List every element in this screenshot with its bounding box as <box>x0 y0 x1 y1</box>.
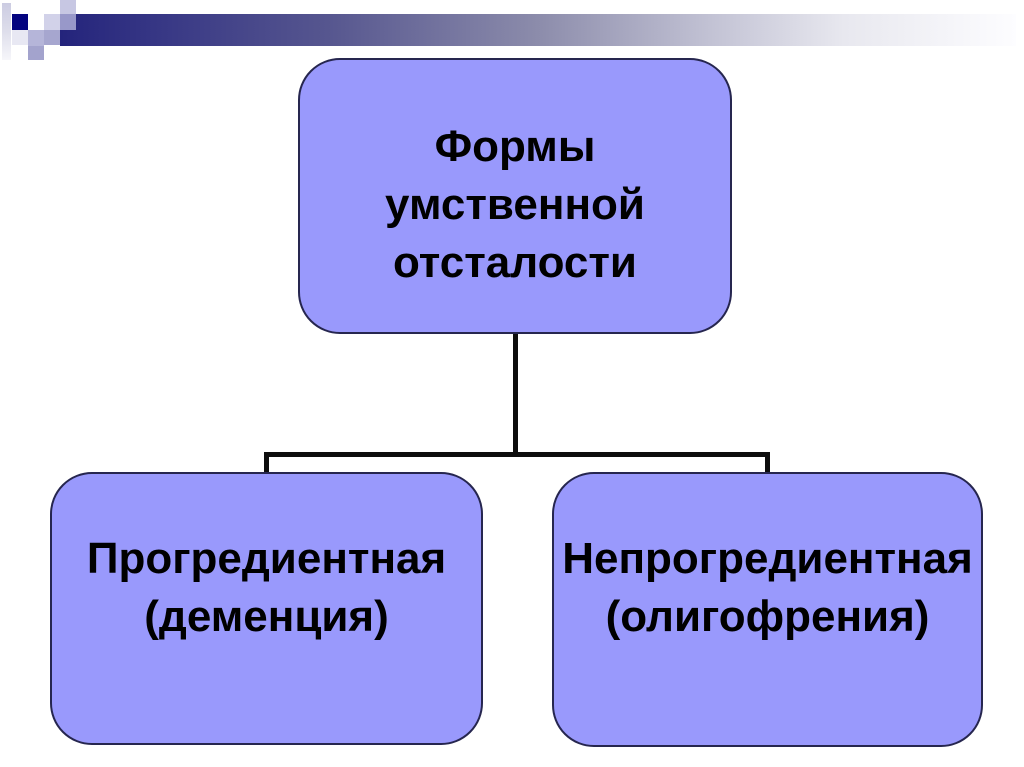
node-nonprogredient-line1: Непрогредиентная <box>562 534 973 583</box>
node-progredient-line2: (деменция) <box>144 592 389 641</box>
header-left-strip <box>2 3 11 60</box>
connector-left-stub <box>264 452 269 473</box>
decor-square-navy <box>12 14 28 30</box>
decor-square <box>12 30 28 45</box>
header-gradient-bar <box>60 14 1016 46</box>
diagram-node-root: Формы умственной отсталости <box>298 58 732 334</box>
decor-square <box>28 46 44 60</box>
decor-square <box>60 14 76 30</box>
diagram-node-nonprogredient: Непрогредиентная (олигофрения) <box>552 472 983 747</box>
node-root-line1: Формы <box>434 122 596 171</box>
decor-square <box>60 0 76 15</box>
decor-square <box>44 30 60 45</box>
node-root-line2: умственной <box>385 180 645 229</box>
node-nonprogredient-line2: (олигофрения) <box>605 592 930 641</box>
connector-horizontal-line <box>264 452 770 457</box>
diagram-node-progredient: Прогредиентная (деменция) <box>50 472 483 745</box>
node-progredient-line1: Прогредиентная <box>86 534 447 583</box>
decor-square <box>44 14 60 30</box>
decor-square <box>28 30 44 46</box>
connector-vertical-line <box>513 334 518 455</box>
node-root-line3: отсталости <box>393 238 637 287</box>
connector-right-stub <box>765 452 770 473</box>
